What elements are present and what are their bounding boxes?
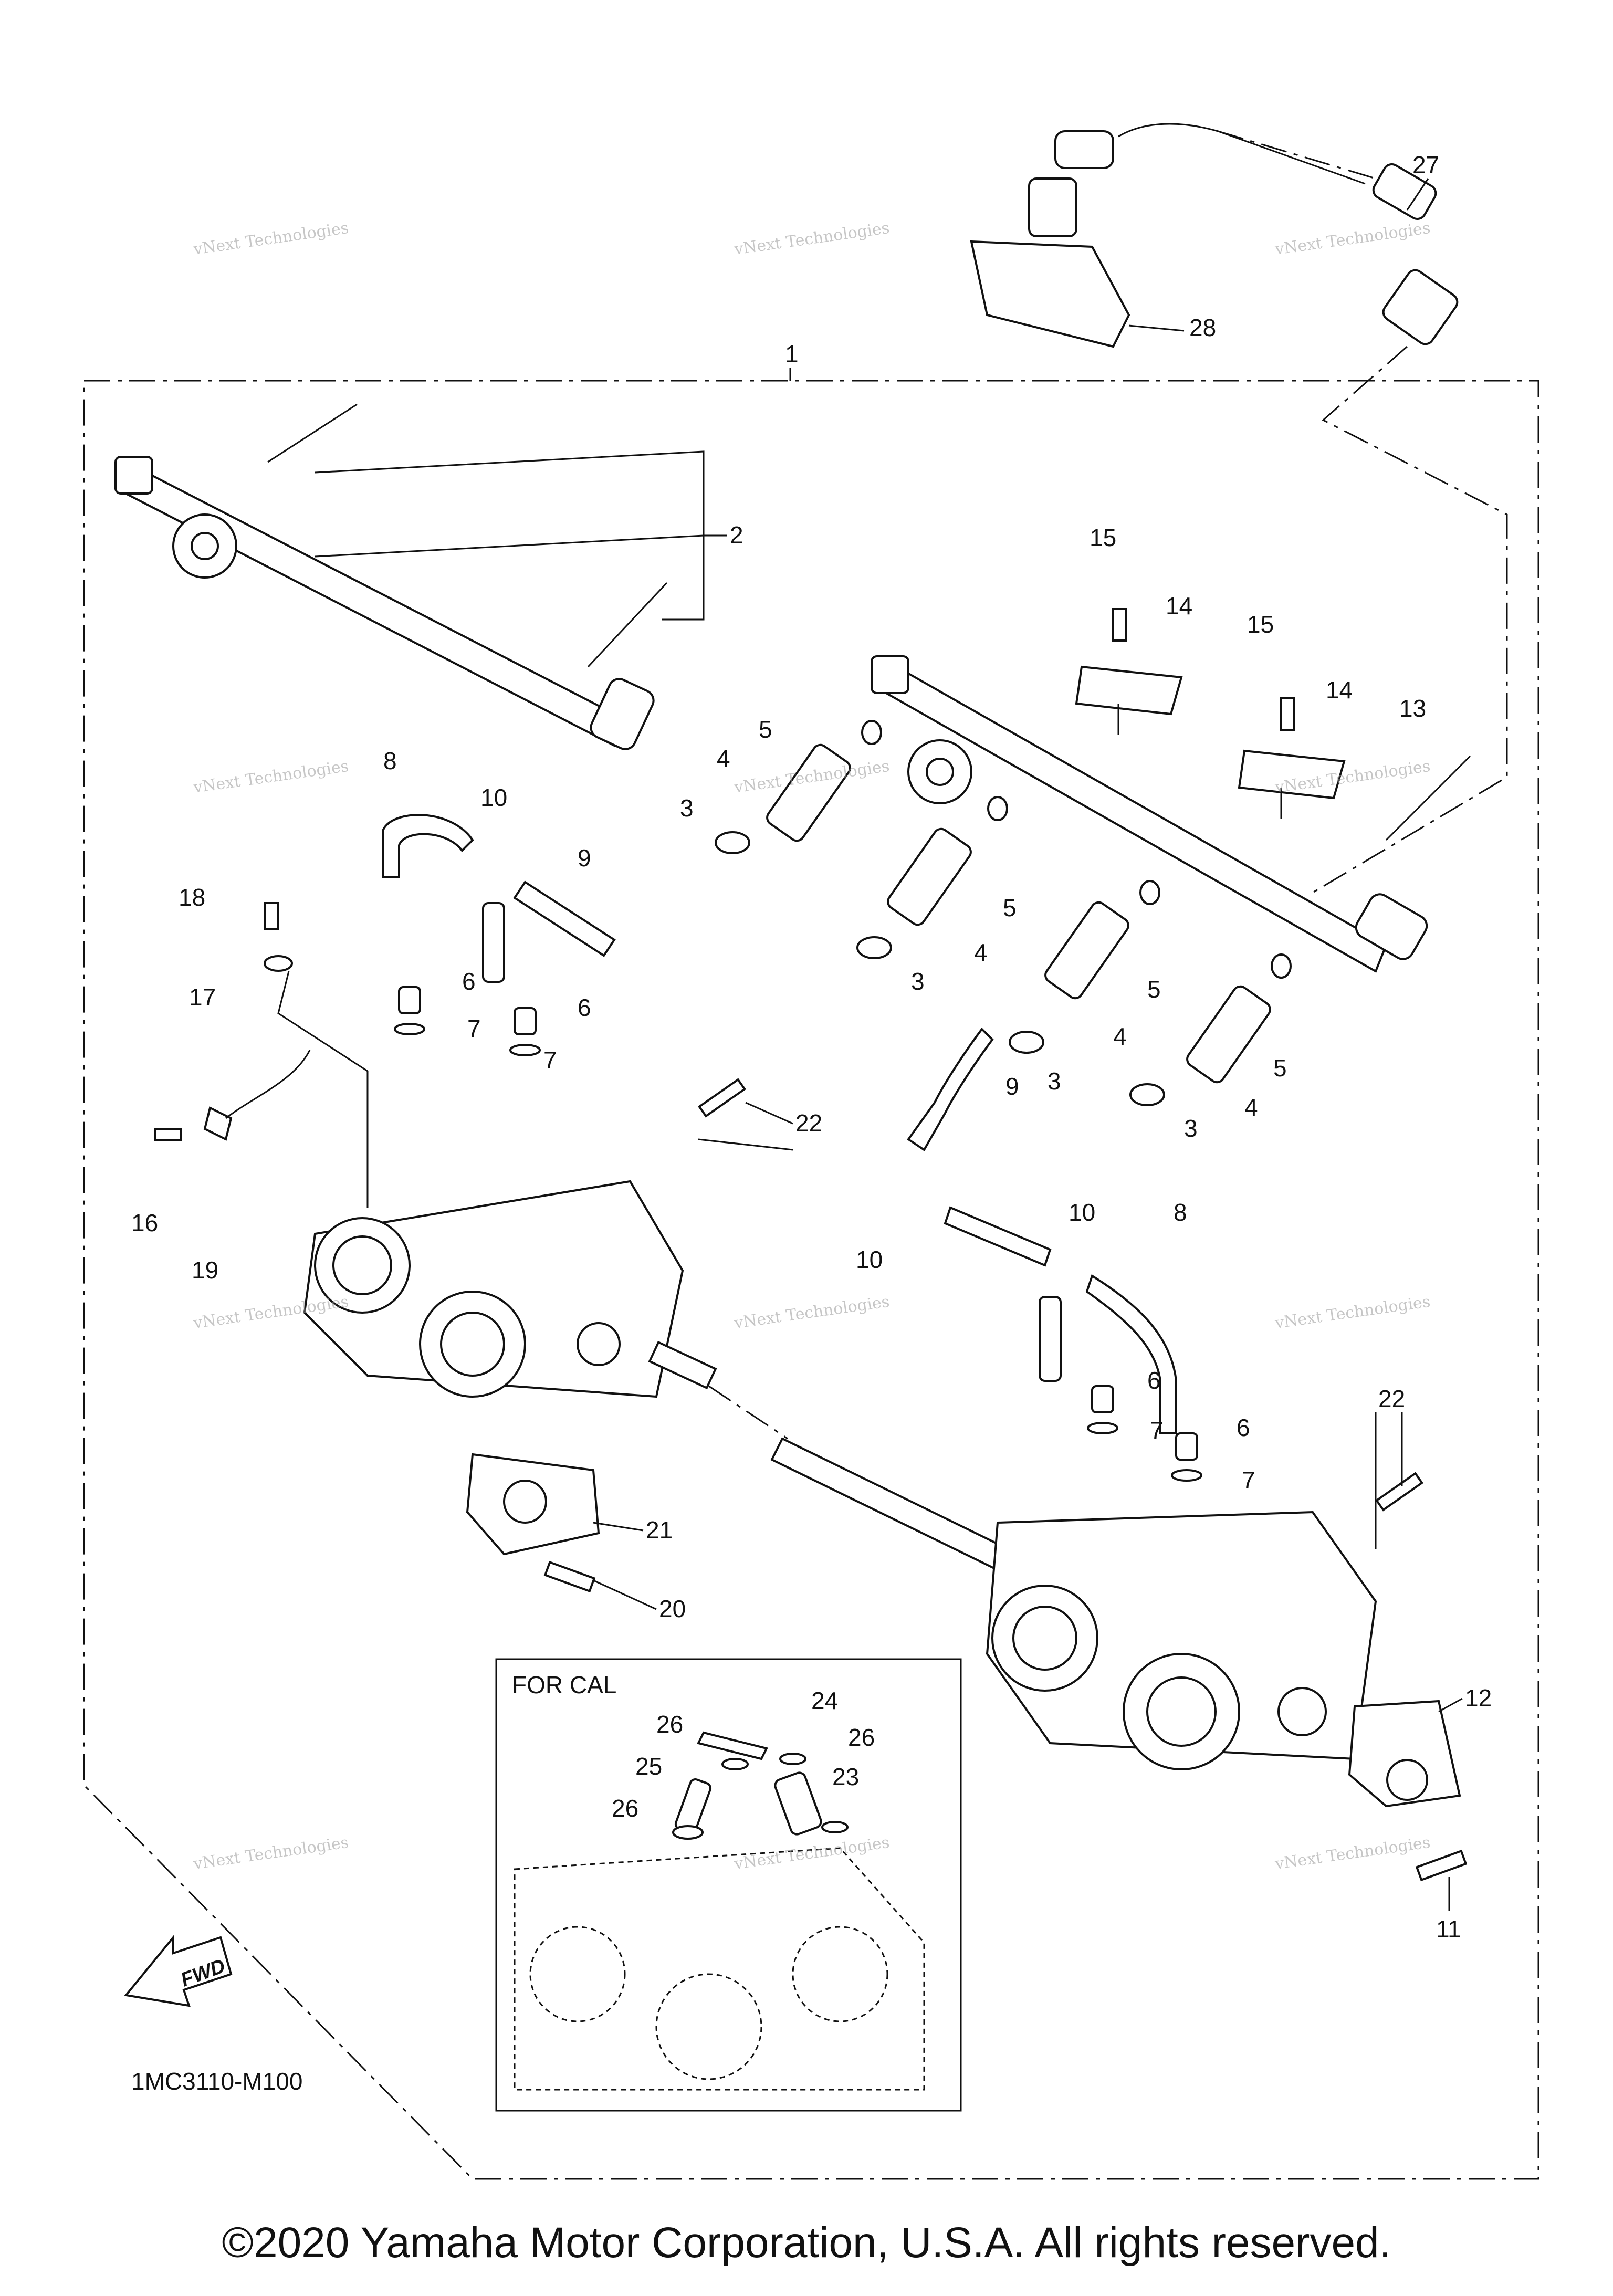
callout-18: 18 [179,884,205,911]
callout-3: 3 [911,968,925,995]
hardware-group [154,902,1423,1512]
callout-28: 28 [1189,314,1216,341]
callout-11: 11 [1436,1915,1461,1943]
callout-5: 5 [759,716,772,743]
watermark: vNext Technologies [732,219,891,259]
copyright-footer: ©2020 Yamaha Motor Corporation, U.S.A. A… [222,2219,1391,2267]
callout-8: 8 [383,747,397,774]
callout-4: 4 [974,939,988,966]
callout-3: 3 [1184,1115,1198,1142]
drawing-code: 1MC3110-M100 [131,2068,302,2095]
throttle-body-1 [303,1180,788,1440]
callout-26: 26 [848,1724,875,1751]
callout-6: 6 [1237,1414,1250,1441]
callout-25: 25 [635,1753,662,1780]
callout-9: 9 [1005,1073,1019,1100]
for-cal-inset: FOR CAL [495,1658,962,2112]
callout-17: 17 [189,983,216,1011]
fuel-rail-left [114,403,705,750]
watermark: vNext Technologies [732,1293,891,1333]
callout-12: 12 [1465,1684,1492,1712]
assembly-outline [83,380,1539,2180]
callout-5: 5 [1147,976,1161,1003]
callout-22: 22 [795,1109,822,1137]
callout-15: 15 [1090,524,1116,551]
callout-10: 10 [1069,1199,1095,1226]
callout-2: 2 [730,521,743,549]
callout-4: 4 [717,745,730,772]
watermark: vNext Technologies [1273,1293,1431,1333]
fuel-rail-right [871,655,1428,973]
callout-7: 7 [467,1015,481,1042]
callout-labels: 1 2 3 3 3 3 4 4 4 4 5 5 5 5 6 6 6 6 7 7 … [131,151,1492,1943]
hose-group [382,814,1177,1434]
callout-21: 21 [646,1516,673,1544]
callout-10: 10 [480,784,507,811]
callout-15: 15 [1247,611,1274,638]
callout-1: 1 [785,340,799,368]
callout-7: 7 [1150,1417,1164,1444]
watermark: vNext Technologies [732,1833,891,1873]
callout-6: 6 [462,968,476,995]
callout-24: 24 [811,1687,838,1714]
callout-7: 7 [543,1046,557,1074]
callout-22: 22 [1378,1385,1405,1412]
callout-9: 9 [578,844,591,872]
watermark: vNext Technologies [1273,219,1431,259]
callout-4: 4 [1113,1023,1127,1050]
callout-3: 3 [1048,1067,1061,1095]
callout-13: 13 [1399,695,1426,722]
callout-23: 23 [832,1763,859,1790]
callout-20: 20 [659,1595,686,1622]
callout-14: 14 [1166,592,1192,620]
callout-6: 6 [1147,1367,1161,1394]
callout-19: 19 [192,1256,218,1284]
watermark: vNext Technologies [192,1833,350,1873]
callout-10: 10 [856,1246,883,1273]
fwd-arrow: FWD [124,1934,233,2007]
callout-6: 6 [578,994,591,1021]
tps-group [466,1453,1468,1882]
callout-26: 26 [656,1711,683,1738]
watermark: vNext Technologies [1273,1833,1431,1873]
inset-title: FOR CAL [512,1671,616,1699]
sensor-group [1075,608,1471,841]
callout-5: 5 [1273,1054,1287,1082]
leader-lines [593,178,1463,1911]
callout-7: 7 [1242,1466,1255,1494]
watermark: vNext Technologies [192,757,350,797]
watermark: vNext Technologies [192,219,350,259]
callout-14: 14 [1326,676,1353,704]
callout-16: 16 [131,1209,158,1236]
callout-26: 26 [612,1795,638,1822]
throttle-body-2 [770,1437,1377,1770]
callout-8: 8 [1174,1199,1187,1226]
callout-27: 27 [1412,151,1439,179]
callout-5: 5 [1003,894,1017,921]
fuel-hose-group [970,123,1508,894]
callout-4: 4 [1244,1094,1258,1121]
callout-3: 3 [680,794,694,822]
injector-group [715,720,1292,1106]
